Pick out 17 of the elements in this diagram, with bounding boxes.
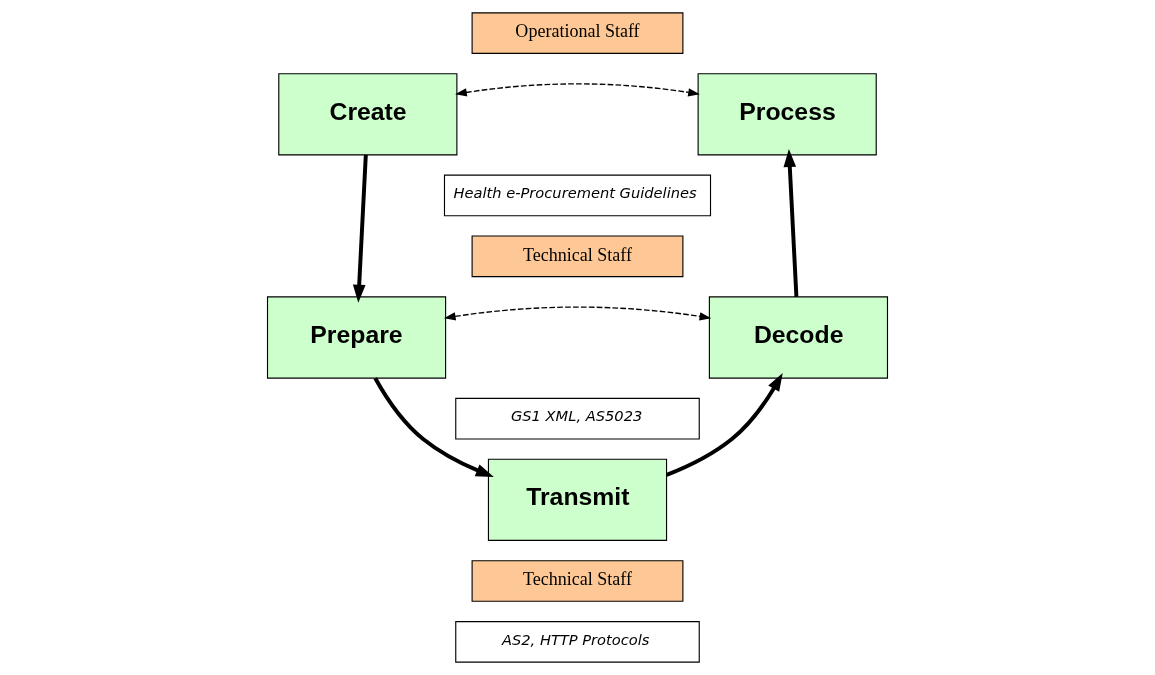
node-box: Operational Staff (471, 12, 684, 54)
node-box: Process (697, 73, 877, 156)
node-box: Prepare (266, 296, 447, 379)
arrow (455, 83, 700, 97)
node-box: Technical Staff (471, 235, 684, 278)
node-box: Health e-Procurement Guidelines (443, 174, 712, 217)
arrow (665, 373, 783, 477)
arrow (352, 154, 368, 303)
node-box: Transmit (487, 458, 668, 541)
arrow (373, 377, 494, 478)
node-box: AS2, HTTP Protocols (455, 621, 700, 663)
arrow (783, 148, 799, 297)
node-box: Create (278, 73, 458, 156)
arrow (443, 306, 712, 321)
node-box: Decode (708, 296, 889, 379)
node-box: GS1 XML, AS5023 (455, 397, 700, 440)
node-box: Technical Staff (471, 560, 684, 602)
